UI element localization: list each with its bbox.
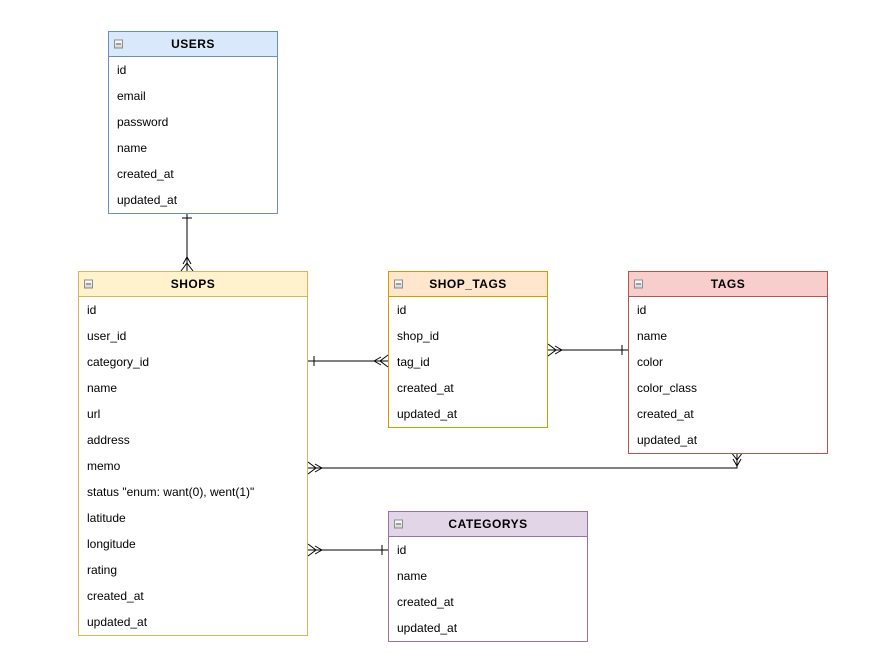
connector-line[interactable] — [308, 452, 738, 469]
field-created-at[interactable]: created_at — [117, 167, 174, 181]
field-address[interactable]: address — [87, 433, 130, 447]
field-created-at[interactable]: created_at — [637, 407, 694, 421]
entity-title: SHOP_TAGS — [429, 277, 507, 291]
entity-categorys[interactable]: CATEGORYS id name created_at updated_at — [388, 511, 588, 642]
minus-icon — [86, 283, 91, 285]
field-longitude[interactable]: longitude — [87, 537, 136, 551]
collapse-icon[interactable] — [394, 519, 403, 529]
connector-shops-categorys[interactable] — [307, 543, 388, 557]
minus-icon — [396, 283, 401, 285]
entity-fields: id name color color_class created_at updated_… — [629, 297, 827, 453]
field-color[interactable]: color — [637, 355, 664, 369]
field-url[interactable]: url — [87, 407, 101, 421]
entity-header-categorys[interactable]: CATEGORYS — [389, 512, 587, 537]
minus-icon — [396, 523, 401, 525]
cardinality-many-marker — [307, 543, 323, 557]
field-id[interactable]: id — [87, 303, 97, 317]
minus-icon — [116, 43, 121, 45]
entity-title: CATEGORYS — [448, 517, 528, 531]
field-id[interactable]: id — [117, 63, 127, 77]
field-status-enum-want-0-went-1[interactable]: status "enum: want(0), went(1)" — [87, 485, 255, 499]
collapse-icon[interactable] — [114, 39, 123, 49]
entity-fields: id email password name created_at updated_at — [109, 57, 277, 213]
connector-shops-tags[interactable] — [307, 451, 744, 475]
field-category-id[interactable]: category_id — [87, 355, 150, 369]
entity-header-users[interactable]: USERS — [109, 32, 277, 57]
connector-users-shops[interactable] — [180, 212, 194, 272]
entity-title: TAGS — [710, 277, 746, 291]
collapse-icon[interactable] — [634, 279, 643, 289]
minus-icon — [636, 283, 641, 285]
field-rating[interactable]: rating — [87, 563, 118, 577]
field-updated-at[interactable]: updated_at — [397, 621, 458, 635]
field-password[interactable]: password — [117, 115, 169, 129]
field-shop-id[interactable]: shop_id — [397, 329, 440, 343]
field-id[interactable]: id — [397, 303, 407, 317]
field-id[interactable]: id — [397, 543, 407, 557]
cardinality-many-marker — [307, 461, 323, 475]
field-id[interactable]: id — [637, 303, 647, 317]
field-updated-at[interactable]: updated_at — [637, 433, 698, 447]
field-user-id[interactable]: user_id — [87, 329, 127, 343]
cardinality-many-marker — [547, 343, 563, 357]
collapse-icon[interactable] — [84, 279, 93, 289]
field-name[interactable]: name — [87, 381, 118, 395]
field-updated-at[interactable]: updated_at — [397, 407, 458, 421]
entity-header-tags[interactable]: TAGS — [629, 272, 827, 297]
field-tag-id[interactable]: tag_id — [397, 355, 430, 369]
field-memo[interactable]: memo — [87, 459, 121, 473]
entity-header-shop_tags[interactable]: SHOP_TAGS — [389, 272, 547, 297]
field-updated-at[interactable]: updated_at — [117, 193, 178, 207]
field-name[interactable]: name — [397, 569, 428, 583]
field-color-class[interactable]: color_class — [637, 381, 698, 395]
field-latitude[interactable]: latitude — [87, 511, 126, 525]
field-name[interactable]: name — [117, 141, 148, 155]
connector-shops-shop_tags[interactable] — [308, 354, 389, 368]
cardinality-many-marker — [373, 354, 389, 368]
entity-title: SHOPS — [170, 277, 216, 291]
field-updated-at[interactable]: updated_at — [87, 615, 148, 629]
entity-fields: id name created_at updated_at — [389, 537, 587, 641]
entity-header-shops[interactable]: SHOPS — [79, 272, 307, 297]
field-name[interactable]: name — [637, 329, 668, 343]
cardinality-many-marker — [180, 256, 194, 272]
field-created-at[interactable]: created_at — [87, 589, 144, 603]
field-created-at[interactable]: created_at — [397, 381, 454, 395]
collapse-icon[interactable] — [394, 279, 403, 289]
entity-fields: id shop_id tag_id created_at updated_at — [389, 297, 547, 427]
field-created-at[interactable]: created_at — [397, 595, 454, 609]
entity-title: USERS — [171, 37, 215, 51]
connector-tags-shop_tags[interactable] — [547, 343, 628, 357]
field-email[interactable]: email — [117, 89, 146, 103]
